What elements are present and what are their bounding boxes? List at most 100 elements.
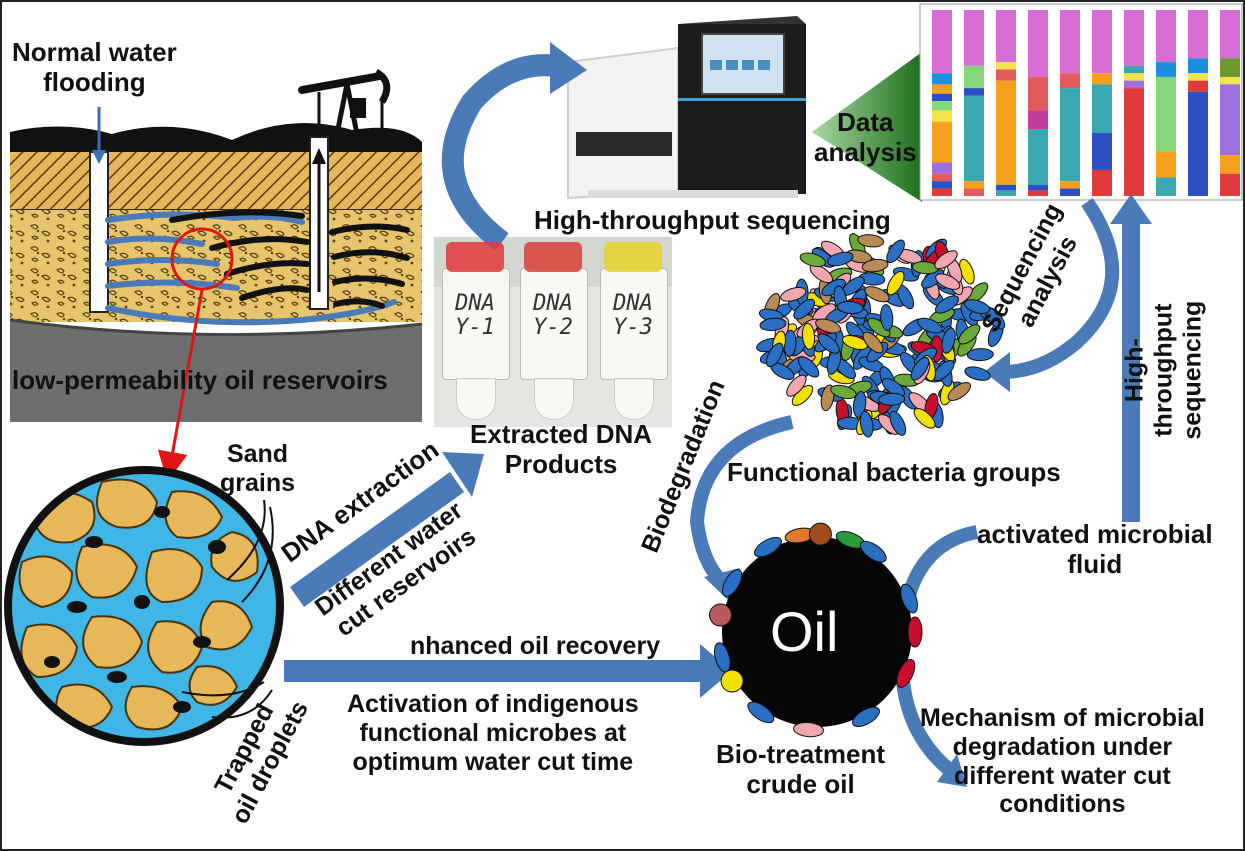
microbe [754,536,782,558]
bar-segment [1188,58,1208,74]
microbe [721,569,743,597]
arrow-activated-fluid [900,525,979,604]
bacterium [780,287,807,302]
bar-segment [932,10,952,74]
community-bar-chart [919,3,1243,201]
label-high-throughput-top: High-throughput sequencing [534,205,891,235]
label-sand-grains: Sand grains [220,440,296,497]
bar-segment [1156,10,1176,63]
bar-segment [996,69,1016,81]
bar-segment [1092,169,1112,196]
arrow-sequencing-analysis [1001,198,1120,379]
bar-segment [932,84,952,94]
bacterium [910,356,930,381]
arrow-dna-extraction [290,472,464,607]
bar-segment [1092,132,1112,170]
bar-segment [1028,10,1048,77]
bar-segment [932,110,952,122]
arrow-high-throughput [1122,222,1140,522]
bacterium [932,360,955,382]
bar-segment [932,101,952,111]
bar-segment [1124,65,1144,74]
bar-segment [1028,129,1048,185]
bacterium [786,374,807,397]
bacterium [889,410,907,436]
microbe [852,706,880,728]
bar-segment [1220,58,1240,77]
bacterium [917,317,943,334]
bar-segment [1156,151,1176,178]
bacterium [964,299,991,314]
bar-segment [932,93,952,102]
tube-label: DNA Y-2 [533,291,573,341]
bar-segment [964,65,984,89]
bar-segment [1060,88,1080,182]
bacterium [759,317,787,332]
bacterium [886,270,905,296]
bacterium [765,342,784,368]
bacterium [817,333,840,354]
bar-segment [1156,177,1176,196]
bar-segment [1060,188,1080,196]
bar-segment [932,162,952,174]
bar-segment [1028,184,1048,191]
bar-segment [1124,10,1144,66]
tube-cap [446,242,504,272]
tube-tip [456,378,496,420]
bar-segment [996,10,1016,63]
bar-segment [1028,76,1048,111]
bar-segment [996,80,1016,185]
bacterium [886,239,905,264]
label-data-analysis: Data analysis [814,107,917,167]
tube-body [520,268,588,380]
pore-scale-view [4,466,284,746]
bacterium [934,250,958,270]
tube-label: DNA Y-3 [613,291,653,341]
bacterium [913,408,936,429]
bar-segment [1124,73,1144,81]
sequencer-machine [567,16,806,200]
label-normal-water-flooding: Normal water flooding [12,37,177,97]
bar-segment [932,173,952,182]
bacterium [935,273,961,290]
bar-segment [1124,88,1144,196]
bar-segment [996,62,1016,70]
dna-tube: DNA Y-3 [600,242,668,422]
label-activation: Activation of indigenous functional micr… [347,690,639,776]
bacterium [862,331,884,354]
label-extracted-dna: Extracted DNA Products [470,419,653,479]
microbe [900,583,918,614]
bacterium [857,234,885,248]
bacterium [852,390,867,418]
tube-cap [524,242,582,272]
reservoir-cross-section [9,68,423,482]
label-activated-fluid: activated microbial fluid [977,519,1213,579]
bar-segment [1188,80,1208,92]
data-analysis-beam [812,52,922,202]
bar-segment [964,88,984,96]
bar-segment [932,188,952,196]
bar-segment [1060,181,1080,189]
label-high-throughput-right: High-throughput sequencing [1120,300,1206,440]
bar-segment [1060,10,1080,74]
bar-segment [1220,84,1240,156]
bar-segment [964,10,984,66]
label-enhanced-oil-recovery: nhanced oil recovery [410,632,661,660]
bacterium [793,298,816,320]
bacteria-cluster [756,233,1006,438]
bar-segment [996,184,1016,191]
bar-segment [1220,10,1240,59]
tube-body [442,268,510,380]
bacterium [861,258,889,273]
bar-segment [1156,76,1176,152]
bar-segment [964,188,984,196]
microbe [907,616,923,648]
bar-segment [932,181,952,189]
bacterium [836,300,864,315]
bar-segment [1188,10,1208,59]
tube-cap [604,242,662,272]
bar-segment [932,73,952,85]
bacterium [966,348,994,362]
dna-tube: DNA Y-2 [520,242,588,422]
